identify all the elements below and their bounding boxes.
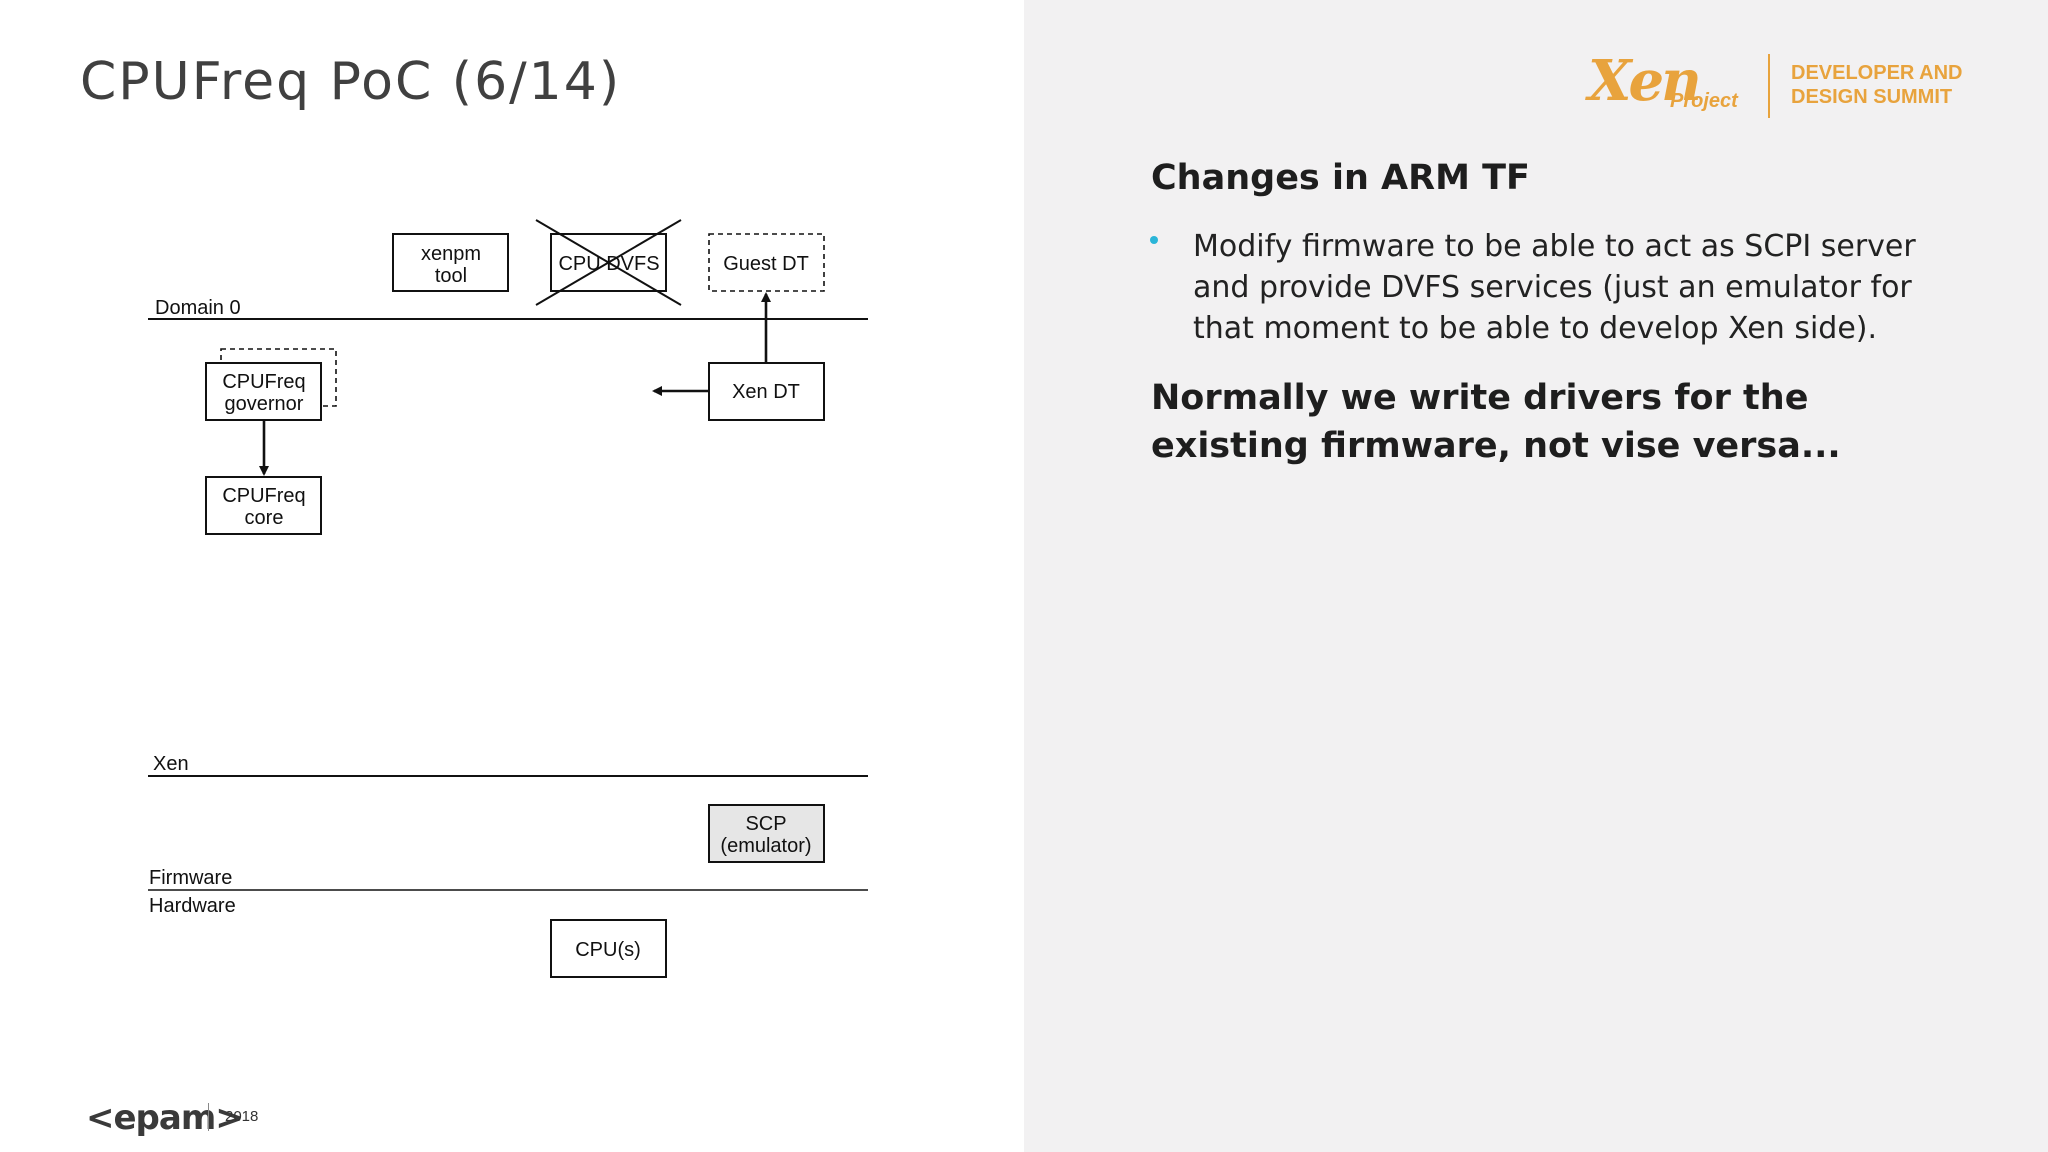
cpu-dvfs-node: CPU DVFS bbox=[535, 219, 682, 306]
governor-label-line1: CPUFreq bbox=[222, 371, 305, 393]
xen-dt-label: Xen DT bbox=[732, 381, 800, 403]
diagram-panel: CPUFreq PoC (6/14) xenpm tool CPU DVFS bbox=[80, 52, 868, 1138]
xenpm-label-line2: tool bbox=[435, 265, 467, 287]
governor-label-line2: governor bbox=[225, 393, 304, 415]
xen-dt-node: Xen DT bbox=[708, 362, 825, 421]
core-label-line1: CPUFreq bbox=[222, 485, 305, 507]
xenpm-tool-node: xenpm tool bbox=[392, 233, 509, 292]
cpufreq-governor-node: CPUFreq governor bbox=[205, 348, 337, 421]
layer-label-firmware: Firmware bbox=[149, 867, 232, 889]
brand-divider bbox=[1768, 54, 1770, 118]
cross-mark-line-2 bbox=[535, 219, 682, 306]
cpus-node: CPU(s) bbox=[550, 919, 667, 978]
cpu-dvfs-label: CPU DVFS bbox=[558, 253, 659, 275]
section-heading: Changes in ARM TF bbox=[1151, 158, 1530, 198]
layer-label-xen: Xen bbox=[153, 753, 189, 775]
slide-title: CPUFreq PoC (6/14) bbox=[80, 52, 622, 112]
footer-divider bbox=[208, 1103, 209, 1131]
xen-project-logo: Xen Project DEVELOPER AND DESIGN SUMMIT bbox=[1588, 48, 1988, 122]
summit-line-1: DEVELOPER AND bbox=[1791, 62, 1963, 84]
scp-emulator-node: SCP (emulator) bbox=[708, 804, 825, 863]
epam-logo: <epam> bbox=[86, 1098, 244, 1138]
bullet-icon bbox=[1150, 236, 1158, 244]
scp-label-line2: (emulator) bbox=[720, 835, 811, 857]
project-wordmark: Project bbox=[1670, 90, 1738, 112]
scp-label-line1: SCP bbox=[745, 813, 786, 835]
cpus-label: CPU(s) bbox=[575, 939, 641, 961]
footer-year: 2018 bbox=[225, 1108, 259, 1125]
architecture-diagram: xenpm tool CPU DVFS Guest DT Domain 0 bbox=[148, 219, 868, 978]
guest-dt-label: Guest DT bbox=[723, 253, 809, 275]
layer-label-hardware: Hardware bbox=[149, 895, 236, 917]
text-panel bbox=[1024, 0, 2048, 1152]
emphasis-statement: Normally we write drivers for the existi… bbox=[1151, 378, 1841, 466]
layer-label-domain0: Domain 0 bbox=[155, 297, 241, 319]
cpufreq-core-node: CPUFreq core bbox=[205, 476, 322, 535]
bullet-item: Modify firmware to be able to act as SCP… bbox=[1193, 229, 1916, 346]
xen-wordmark: Xen bbox=[1588, 48, 1702, 114]
xenpm-label-line1: xenpm bbox=[421, 243, 481, 265]
core-label-line2: core bbox=[245, 507, 284, 529]
guest-dt-node: Guest DT bbox=[708, 233, 825, 292]
summit-line-2: DESIGN SUMMIT bbox=[1791, 86, 1953, 108]
